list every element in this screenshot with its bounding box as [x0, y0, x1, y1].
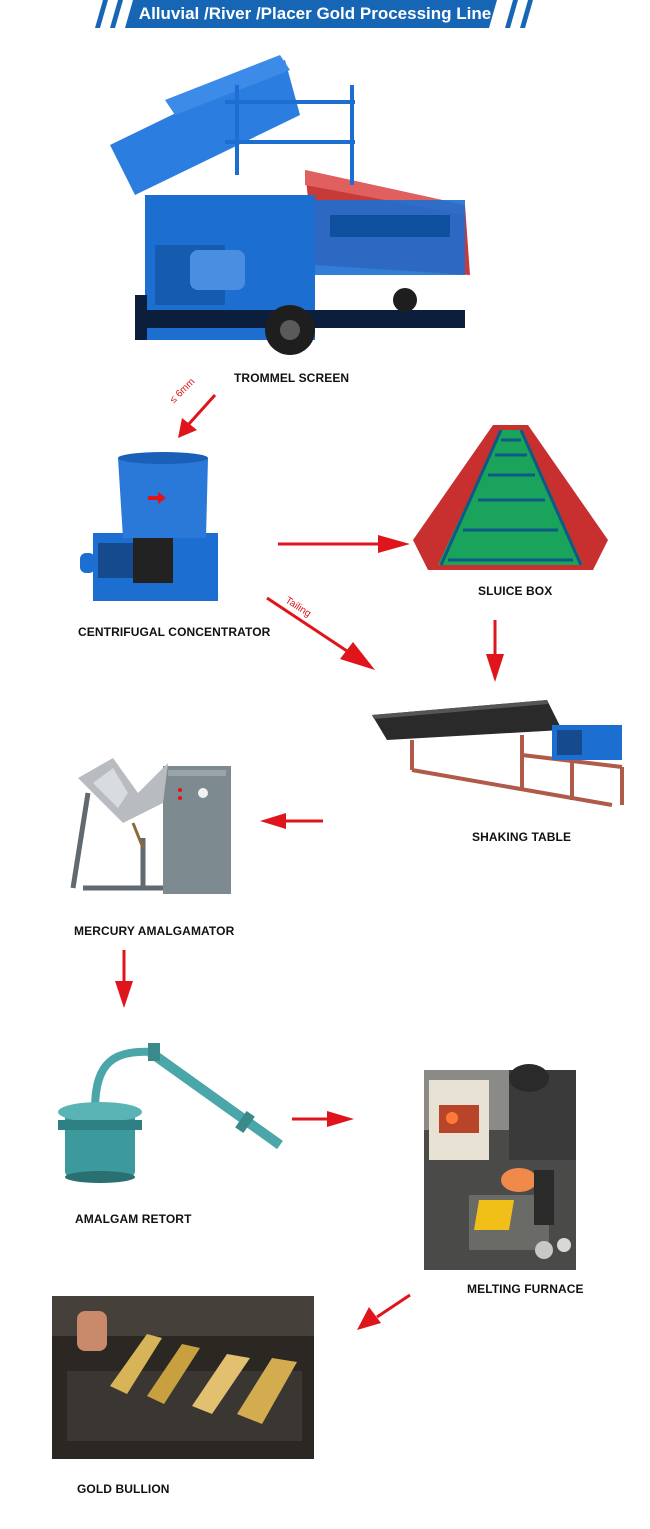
sluice-box-label: SLUICE BOX — [478, 584, 553, 598]
arrow-trommel-to-centrifugal — [178, 393, 217, 438]
arrow-centrifugal-to-sluice — [278, 535, 410, 553]
banner-shape — [95, 0, 533, 28]
melting-furnace-image — [424, 1064, 576, 1270]
arrow-furnace-to-bullion — [357, 1293, 411, 1330]
melting-furnace-label: MELTING FURNACE — [467, 1282, 584, 1296]
mercury-amalgamator-label: MERCURY AMALGAMATOR — [74, 924, 235, 938]
trommel-screen-image — [110, 55, 470, 355]
centrifugal-concentrator-label: CENTRIFUGAL CONCENTRATOR — [78, 625, 271, 639]
arrow-shaking-to-mercury — [260, 813, 323, 829]
shaking-table-label: SHAKING TABLE — [472, 830, 572, 844]
sluice-box-image — [413, 425, 608, 570]
shaking-table-image — [372, 700, 624, 807]
gold-bullion-label: GOLD BULLION — [77, 1482, 170, 1496]
trommel-screen-label: TROMMEL SCREEN — [234, 371, 350, 385]
centrifugal-concentrator-image — [80, 452, 218, 601]
arrow-centrifugal-to-shaking-table — [266, 596, 375, 670]
amalgam-retort-label: AMALGAM RETORT — [75, 1212, 192, 1226]
arrow-sluice-to-shaking-table — [486, 620, 504, 682]
amalgam-retort-image — [58, 1043, 283, 1183]
arrow-retort-to-furnace — [292, 1111, 354, 1127]
page-title: Alluvial /River /Placer Gold Processing … — [138, 4, 492, 23]
arrow-mercury-to-retort — [115, 950, 133, 1008]
gold-bullion-image — [52, 1296, 314, 1459]
mercury-amalgamator-image — [70, 758, 231, 894]
header-banner: Alluvial /River /Placer Gold Processing … — [95, 0, 535, 28]
